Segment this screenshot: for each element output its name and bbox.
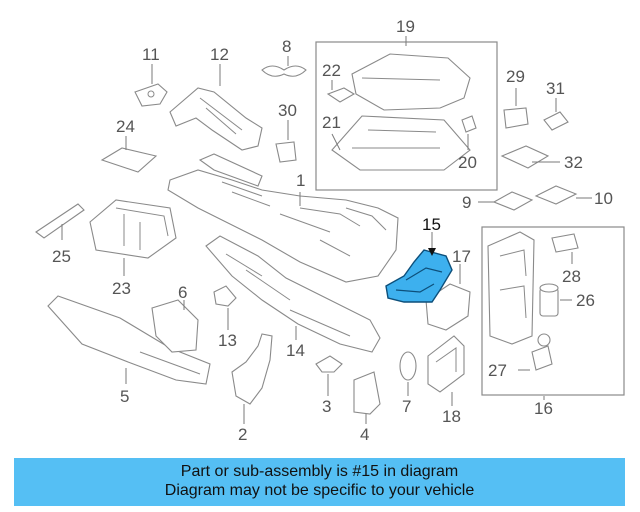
- part-8[interactable]: [261, 65, 307, 77]
- part-11[interactable]: [134, 83, 168, 107]
- callout-2: 2: [238, 425, 247, 444]
- info-banner: Part or sub-assembly is #15 in diagram D…: [14, 458, 625, 506]
- part-6[interactable]: [151, 299, 199, 353]
- part-26[interactable]: [539, 283, 559, 317]
- part-9[interactable]: [492, 191, 534, 211]
- callout-20: 20: [458, 153, 477, 172]
- callout-19: 19: [396, 17, 415, 36]
- part-32[interactable]: [500, 145, 550, 169]
- part-15-highlighted[interactable]: [385, 249, 453, 303]
- callout-27: 27: [488, 361, 507, 380]
- callout-5: 5: [120, 387, 129, 406]
- callout-11: 11: [142, 45, 160, 64]
- callout-4: 4: [360, 425, 369, 444]
- part-2[interactable]: [231, 333, 273, 405]
- callout-30: 30: [278, 101, 297, 120]
- part-19[interactable]: [351, 53, 471, 111]
- part-20[interactable]: [461, 115, 477, 133]
- callout-25: 25: [52, 247, 71, 266]
- part-16[interactable]: [487, 231, 535, 345]
- part-24[interactable]: [100, 147, 158, 173]
- callout-15: 15: [422, 215, 441, 234]
- part-27[interactable]: [531, 333, 553, 371]
- callout-6: 6: [178, 283, 187, 302]
- part-3[interactable]: [315, 355, 343, 373]
- part-21[interactable]: [331, 115, 471, 171]
- group-box-16: [481, 226, 625, 396]
- callout-3: 3: [322, 397, 331, 416]
- part-23[interactable]: [89, 199, 177, 259]
- callout-12: 12: [210, 45, 229, 64]
- banner-line-2: Diagram may not be specific to your vehi…: [164, 482, 475, 499]
- part-29[interactable]: [503, 107, 529, 129]
- callout-24: 24: [116, 117, 135, 136]
- part-14[interactable]: [205, 235, 381, 353]
- callout-7: 7: [402, 397, 411, 416]
- callout-26: 26: [576, 291, 595, 310]
- callout-31: 31: [546, 79, 565, 98]
- part-7[interactable]: [399, 351, 417, 381]
- callout-22: 22: [322, 61, 341, 80]
- callout-9: 9: [462, 193, 471, 212]
- callout-18: 18: [442, 407, 461, 426]
- callout-1: 1: [296, 171, 305, 190]
- parts-diagram: 1 2 3 4 5 6 7 8 9 10 11 12 13 14 15 16 1…: [35, 17, 625, 444]
- callout-29: 29: [506, 67, 525, 86]
- callout-17: 17: [452, 247, 471, 266]
- part-25[interactable]: [35, 203, 85, 239]
- callout-13: 13: [218, 331, 237, 350]
- callout-28: 28: [562, 267, 581, 286]
- part-28[interactable]: [551, 233, 579, 253]
- part-10[interactable]: [534, 185, 578, 205]
- part-13[interactable]: [213, 285, 237, 307]
- part-5[interactable]: [47, 295, 211, 385]
- part-1[interactable]: [167, 153, 399, 283]
- callout-32: 32: [564, 153, 583, 172]
- part-31[interactable]: [543, 111, 569, 131]
- callout-8: 8: [282, 37, 291, 56]
- callout-16: 16: [534, 399, 553, 418]
- banner-line-1: Part or sub-assembly is #15 in diagram: [180, 463, 459, 480]
- part-18[interactable]: [427, 335, 465, 393]
- callout-23: 23: [112, 279, 131, 298]
- part-30[interactable]: [275, 141, 297, 163]
- callout-10: 10: [594, 189, 613, 208]
- callout-14: 14: [286, 341, 305, 360]
- part-4[interactable]: [353, 371, 381, 415]
- part-12[interactable]: [169, 87, 263, 151]
- part-22[interactable]: [326, 87, 356, 103]
- callout-21: 21: [322, 113, 341, 132]
